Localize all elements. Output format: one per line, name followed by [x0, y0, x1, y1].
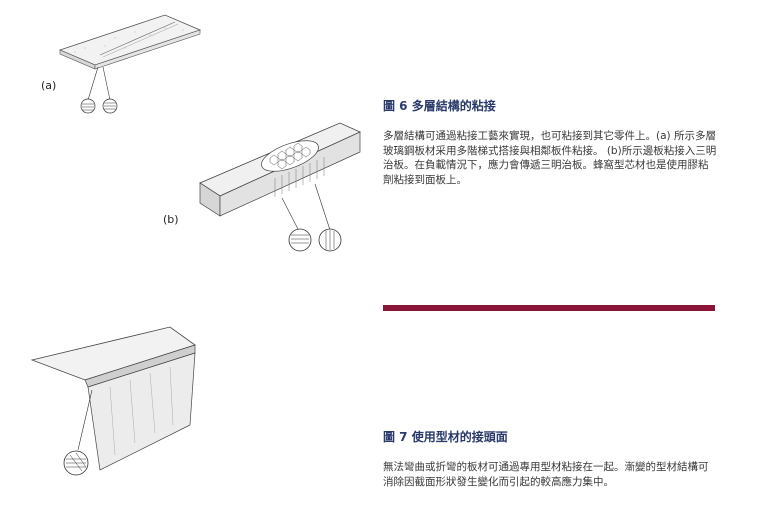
figure-6b-illustration — [190, 118, 365, 258]
figure-6b-label: (b) — [163, 213, 179, 226]
figure-7-body: 無法彎曲或折彎的板材可通過專用型材粘接在一起。漸變的型材結構可消除因截面形狀發生… — [383, 461, 709, 488]
section-divider — [383, 305, 715, 311]
figure-6a-illustration — [55, 10, 205, 120]
figure-7-illustration — [30, 325, 200, 480]
figure-6-caption: 圖 6 多層結構的粘接 — [383, 99, 496, 113]
figure-7-caption: 圖 7 使用型材的接頭面 — [383, 430, 508, 444]
figure-6a-label: (a) — [41, 79, 57, 92]
detail-magnifier-icon — [80, 98, 96, 114]
figure-6-body: 多層結構可通過粘接工藝來實現，也可粘接到其它零件上。(a) 所示多層玻璃鋼板材采… — [383, 130, 717, 186]
